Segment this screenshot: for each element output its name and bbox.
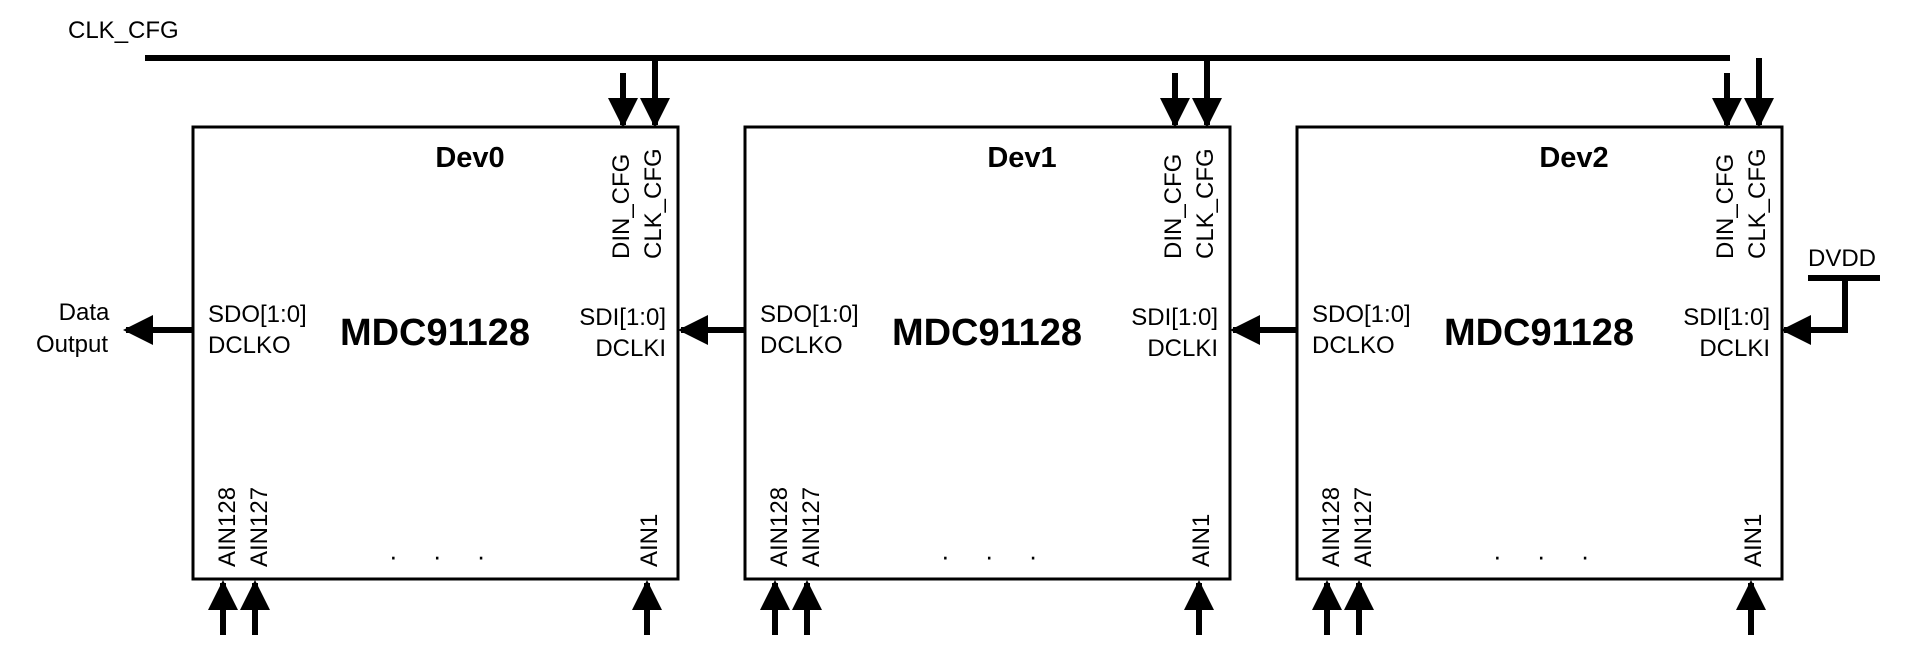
ain1-pin-label: AIN1 [1188, 514, 1215, 567]
ain-ellipsis: · · · [389, 541, 499, 571]
ain128-pin-label: AIN128 [214, 487, 241, 567]
ain1-pin-label: AIN1 [636, 514, 663, 567]
device-title: Dev1 [987, 142, 1056, 174]
din-cfg-pin-label: DIN_CFG [1160, 154, 1187, 259]
ain128-pin-label: AIN128 [766, 487, 793, 567]
device-block [743, 125, 1232, 581]
device-title: Dev0 [435, 142, 504, 174]
din-cfg-pin-label: DIN_CFG [1712, 154, 1739, 259]
sdi-pin-label: SDI[1:0] [1131, 304, 1218, 331]
sdo-pin-label: SDO[1:0] [760, 301, 859, 328]
dclko-pin-label: DCLKO [1312, 332, 1395, 359]
ain127-pin-label: AIN127 [246, 487, 273, 567]
device-part-number: MDC91128 [892, 312, 1082, 354]
clk-cfg-pin-label: CLK_CFG [640, 148, 667, 259]
clk-cfg-pin-label: CLK_CFG [1744, 148, 1771, 259]
clk-cfg-bus-label: CLK_CFG [68, 17, 179, 44]
sdo-pin-label: SDO[1:0] [208, 301, 307, 328]
device-part-number: MDC91128 [1444, 312, 1634, 354]
data-output-label-line2: Output [36, 331, 108, 358]
ain127-pin-label: AIN127 [798, 487, 825, 567]
device-title: Dev2 [1539, 142, 1608, 174]
dvdd-connection-arrow [1781, 278, 1848, 345]
ain1-pin-label: AIN1 [1740, 514, 1767, 567]
dclki-pin-label: DCLKI [1699, 335, 1770, 362]
dclki-pin-label: DCLKI [595, 335, 666, 362]
dclko-pin-label: DCLKO [760, 332, 843, 359]
ain127-pin-label: AIN127 [1350, 487, 1377, 567]
device-block [1295, 125, 1784, 581]
ain-ellipsis: · · · [1493, 541, 1603, 571]
dclki-pin-label: DCLKI [1147, 335, 1218, 362]
sdi-pin-label: SDI[1:0] [1683, 304, 1770, 331]
device-block [191, 125, 680, 581]
sdo-pin-label: SDO[1:0] [1312, 301, 1411, 328]
dclko-pin-label: DCLKO [208, 332, 291, 359]
sdi-pin-label: SDI[1:0] [579, 304, 666, 331]
device-part-number: MDC91128 [340, 312, 530, 354]
din-cfg-pin-label: DIN_CFG [608, 154, 635, 259]
dvdd-label: DVDD [1808, 245, 1876, 272]
ain-ellipsis: · · · [941, 541, 1051, 571]
ain128-pin-label: AIN128 [1318, 487, 1345, 567]
clk-cfg-pin-label: CLK_CFG [1192, 148, 1219, 259]
data-output-label-line1: Data [59, 299, 110, 326]
